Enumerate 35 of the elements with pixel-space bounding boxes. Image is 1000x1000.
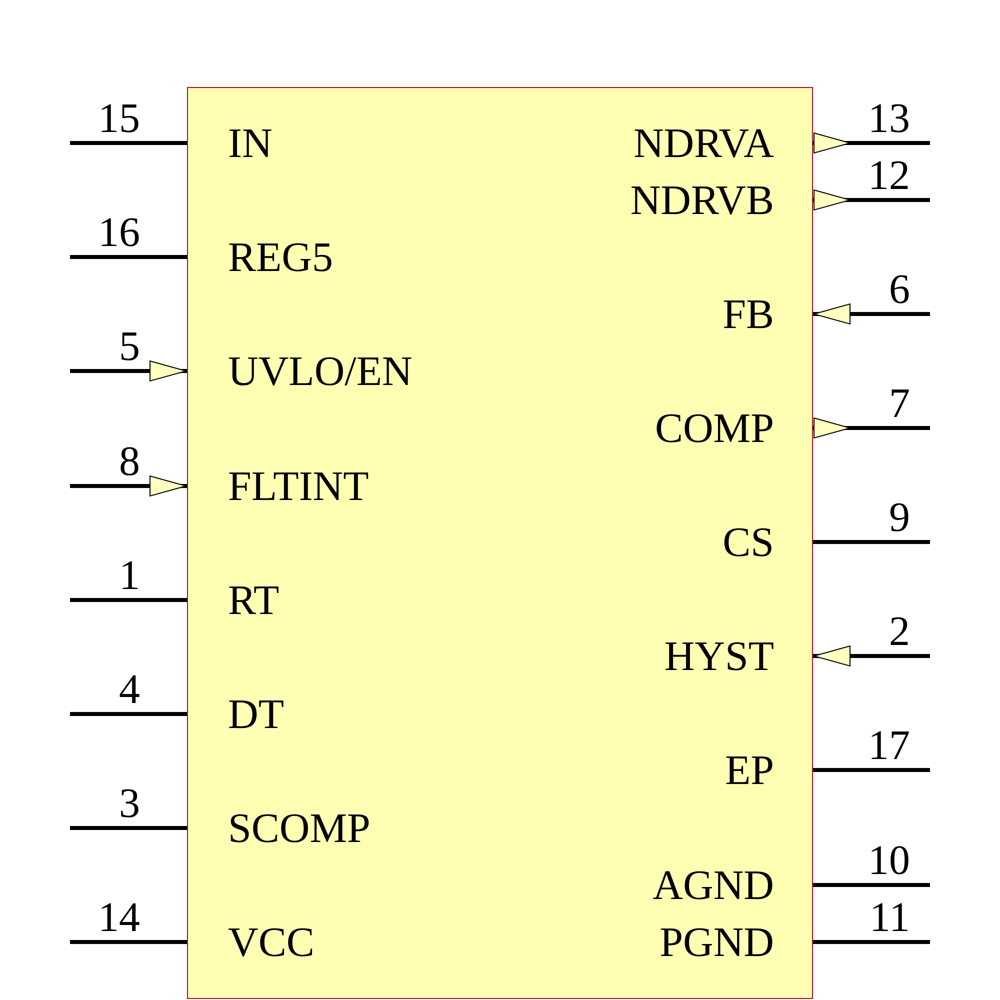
pin-number: 10 <box>868 839 910 883</box>
pin-number: 11 <box>870 896 910 940</box>
pin-name: AGND <box>652 864 774 908</box>
pin-number: 3 <box>119 782 140 826</box>
pin-name: CS <box>722 521 774 565</box>
pin-name: IN <box>228 122 272 166</box>
pin-name: REG5 <box>228 236 333 280</box>
pin-name: UVLO/EN <box>228 350 412 394</box>
pin-number: 12 <box>868 154 910 198</box>
pin-number: 15 <box>98 97 140 141</box>
pin-name: RT <box>228 579 280 623</box>
ic-body <box>187 87 813 999</box>
pin-number: 9 <box>889 496 910 540</box>
pin-number: 17 <box>868 724 910 768</box>
pin-name: DT <box>228 693 284 737</box>
pin-name: COMP <box>654 407 774 451</box>
pin-name: HYST <box>664 635 774 679</box>
pin-name: FLTINT <box>228 465 369 509</box>
pin-name: PGND <box>660 921 774 965</box>
pin-name: FB <box>722 293 774 337</box>
pin-number: 13 <box>868 97 910 141</box>
pin-number: 14 <box>98 896 140 940</box>
pin-name: SCOMP <box>228 807 370 851</box>
pin-name: NDRVB <box>630 179 774 223</box>
pin-number: 4 <box>119 668 140 712</box>
pin-number: 1 <box>119 554 140 598</box>
pin-number: 16 <box>98 211 140 255</box>
pin-number: 7 <box>889 382 910 426</box>
pin-number: 2 <box>889 610 910 654</box>
pin-name: NDRVA <box>633 122 774 166</box>
pin-name: VCC <box>228 921 314 965</box>
pin-number: 8 <box>119 440 140 484</box>
pin-number: 5 <box>119 325 140 369</box>
pin-name: EP <box>724 749 774 793</box>
pin-number: 6 <box>889 268 910 312</box>
